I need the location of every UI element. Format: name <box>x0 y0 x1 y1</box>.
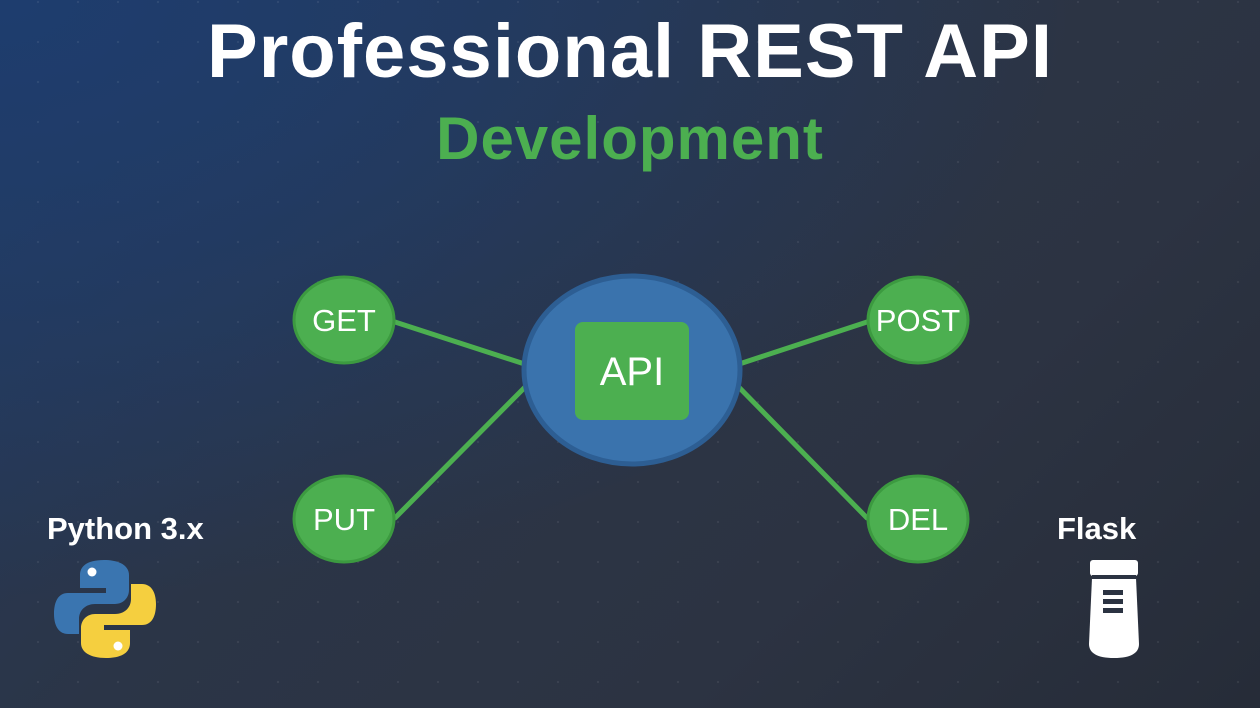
method-get-label: GET <box>312 303 376 338</box>
method-put: PUT <box>292 474 396 564</box>
method-del: DEL <box>866 474 970 564</box>
method-put-circle <box>292 474 396 564</box>
method-get: GET <box>292 275 396 365</box>
flask-bottle-icon <box>1089 560 1139 658</box>
method-del-label: DEL <box>888 502 948 537</box>
connector-lines <box>392 319 870 521</box>
connector-get <box>392 319 543 372</box>
python-logo-icon <box>54 560 156 658</box>
api-hub: API <box>521 273 743 467</box>
api-hub-box <box>575 322 689 420</box>
connector-post <box>721 319 870 372</box>
api-hub-label: API <box>600 350 664 394</box>
connector-put <box>392 369 543 521</box>
connector-del <box>721 369 870 521</box>
method-post-circle <box>866 275 970 365</box>
page-subtitle: Development <box>436 105 824 172</box>
page-title: Professional REST API <box>207 9 1053 94</box>
python-label: Python 3.x <box>47 511 204 546</box>
flask-label: Flask <box>1057 511 1137 546</box>
method-get-circle <box>292 275 396 365</box>
method-post-label: POST <box>876 303 960 338</box>
method-del-circle <box>866 474 970 564</box>
method-put-label: PUT <box>313 502 375 537</box>
method-post: POST <box>866 275 970 365</box>
